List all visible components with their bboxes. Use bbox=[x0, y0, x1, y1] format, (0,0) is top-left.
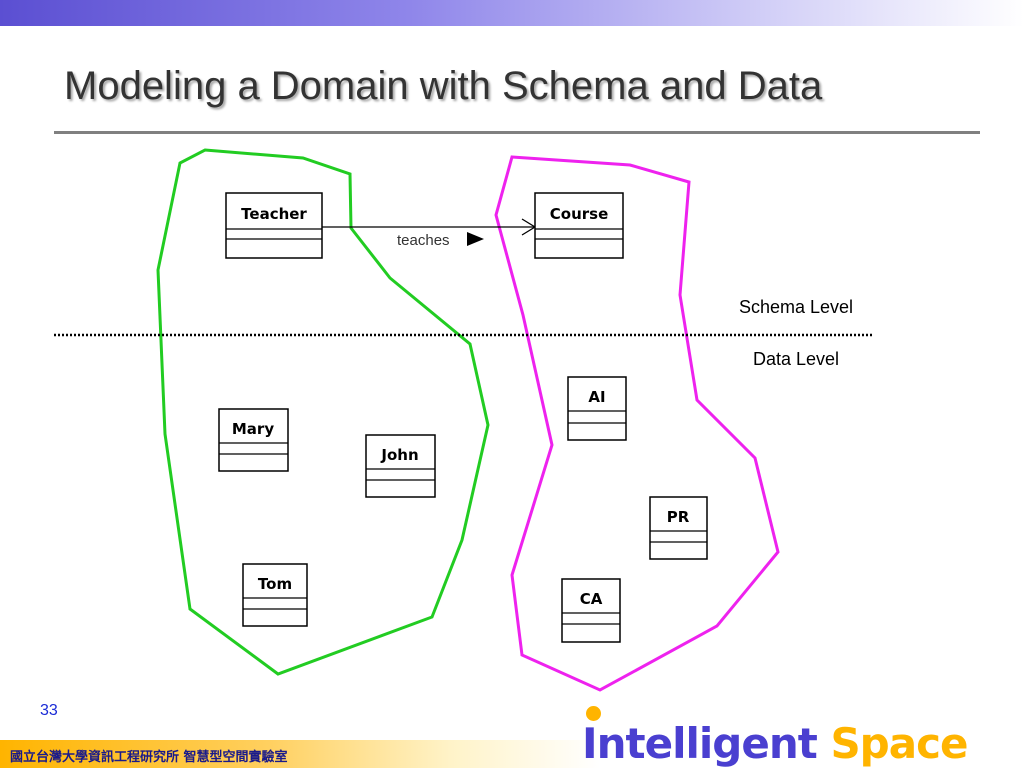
top-gradient-band bbox=[0, 0, 1024, 26]
instance-box-john: John bbox=[365, 434, 436, 498]
title-divider bbox=[54, 131, 980, 134]
course-group-outline bbox=[494, 155, 780, 692]
teacher-class-name: Teacher bbox=[241, 205, 307, 223]
instance-name-ca: CA bbox=[580, 590, 603, 608]
instance-box-mary: Mary bbox=[218, 408, 289, 472]
teacher-group-outline bbox=[156, 148, 490, 676]
schema-data-diagram: teaches Teacher Course Mary John Tom bbox=[54, 148, 874, 692]
logo-dot-icon bbox=[586, 706, 601, 721]
schema-level-label: Schema Level bbox=[739, 297, 853, 317]
logo-word-space: Space bbox=[830, 719, 968, 768]
instance-box-tom: Tom bbox=[242, 563, 308, 627]
footer-institution-text: 國立台灣大學資訊工程研究所 智慧型空間實驗室 bbox=[10, 750, 288, 765]
instance-name-pr: PR bbox=[667, 508, 690, 526]
course-class-name: Course bbox=[550, 205, 609, 223]
instance-name-tom: Tom bbox=[258, 575, 292, 593]
instance-name-john: John bbox=[380, 446, 418, 464]
page-number: 33 bbox=[40, 702, 58, 719]
teaches-relation: teaches bbox=[322, 218, 537, 249]
instance-box-pr: PR bbox=[649, 496, 708, 560]
footer-bar bbox=[0, 740, 600, 768]
intelligent-space-logo: Intelligent Space bbox=[582, 719, 968, 768]
slide-title: Modeling a Domain with Schema and Data bbox=[64, 64, 823, 108]
instance-box-ca: CA bbox=[561, 578, 621, 643]
teaches-direction-triangle bbox=[467, 232, 484, 246]
logo-word-intelligent: Intelligent bbox=[582, 719, 818, 768]
teaches-label: teaches bbox=[397, 232, 450, 249]
course-class-box: Course bbox=[534, 192, 624, 259]
data-level-label: Data Level bbox=[753, 349, 839, 369]
instance-name-mary: Mary bbox=[232, 420, 274, 438]
teacher-class-box: Teacher bbox=[225, 192, 323, 259]
instance-box-ai: AI bbox=[567, 376, 627, 441]
instance-name-ai: AI bbox=[588, 388, 605, 406]
